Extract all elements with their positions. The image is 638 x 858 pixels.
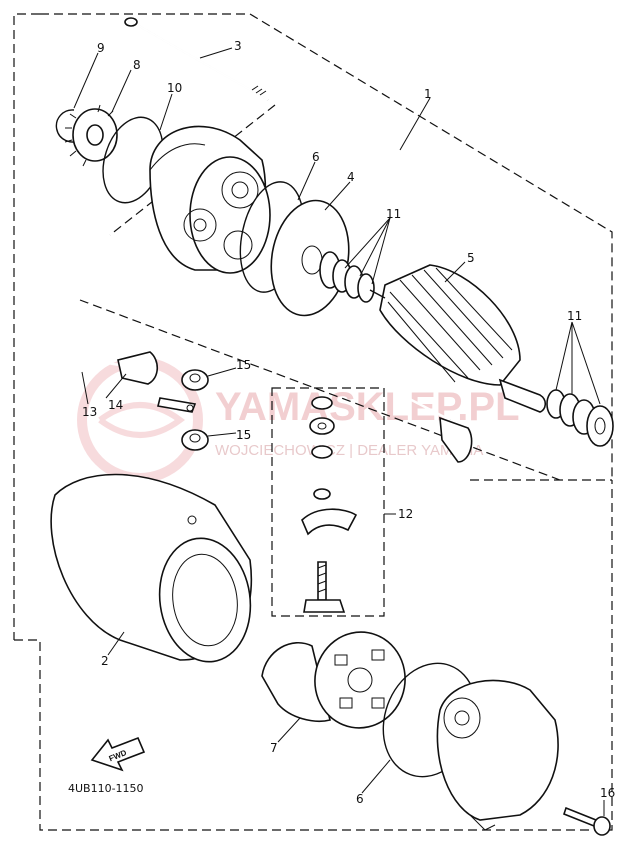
callout-7: 7 (270, 741, 278, 755)
assembly-boundary (13, 13, 613, 831)
washer-set-front (319, 251, 375, 303)
rear-end-cover (436, 679, 559, 831)
callout-5: 5 (467, 251, 475, 265)
callout-12: 12 (398, 507, 413, 521)
washer-set-rear (546, 389, 614, 447)
callout-13: 13 (82, 405, 97, 419)
yoke-housing (50, 473, 253, 663)
watermark-main-text: YAMASKLEP.PL (215, 385, 520, 429)
brush-plate (261, 631, 406, 729)
callout-15-lower: 15 (236, 428, 251, 442)
callout-9: 9 (97, 41, 105, 55)
watermark-sub-text: WOJCIECHOWICZ | DEALER YAMAHA (215, 442, 483, 459)
callout-10: 10 (167, 81, 182, 95)
leader-lines (73, 47, 605, 816)
part-code: 4UB110-1150 (68, 782, 144, 795)
callout-14: 14 (108, 398, 123, 412)
terminal (157, 397, 197, 413)
callouts: 1 3 9 8 10 6 4 11 5 11 15 14 13 15 12 2 … (82, 39, 615, 806)
callout-11-front: 11 (386, 207, 401, 221)
callout-16: 16 (600, 786, 615, 800)
callout-6-upper: 6 (312, 150, 320, 164)
callout-2: 2 (101, 654, 109, 668)
plate (270, 199, 350, 317)
callout-3: 3 (234, 39, 242, 53)
callout-15-upper: 15 (236, 358, 251, 372)
watermark-logo-mark (98, 402, 186, 438)
cable-lead (75, 288, 473, 463)
callout-8: 8 (133, 58, 141, 72)
callout-1: 1 (424, 87, 432, 101)
nut-upper (181, 369, 209, 391)
fwd-arrow-icon: FWD (90, 736, 146, 772)
clip-ring (55, 109, 81, 143)
callout-11-rear: 11 (567, 309, 582, 323)
armature (369, 264, 547, 413)
nut-lower (181, 429, 209, 451)
callout-6-lower: 6 (356, 792, 364, 806)
brush-kit-box (271, 387, 385, 617)
pinion-gear (64, 104, 118, 167)
through-bolt (124, 17, 269, 101)
screw (563, 806, 611, 836)
front-housing (149, 125, 271, 274)
callout-4: 4 (347, 170, 355, 184)
brush-kit-parts (301, 396, 358, 613)
